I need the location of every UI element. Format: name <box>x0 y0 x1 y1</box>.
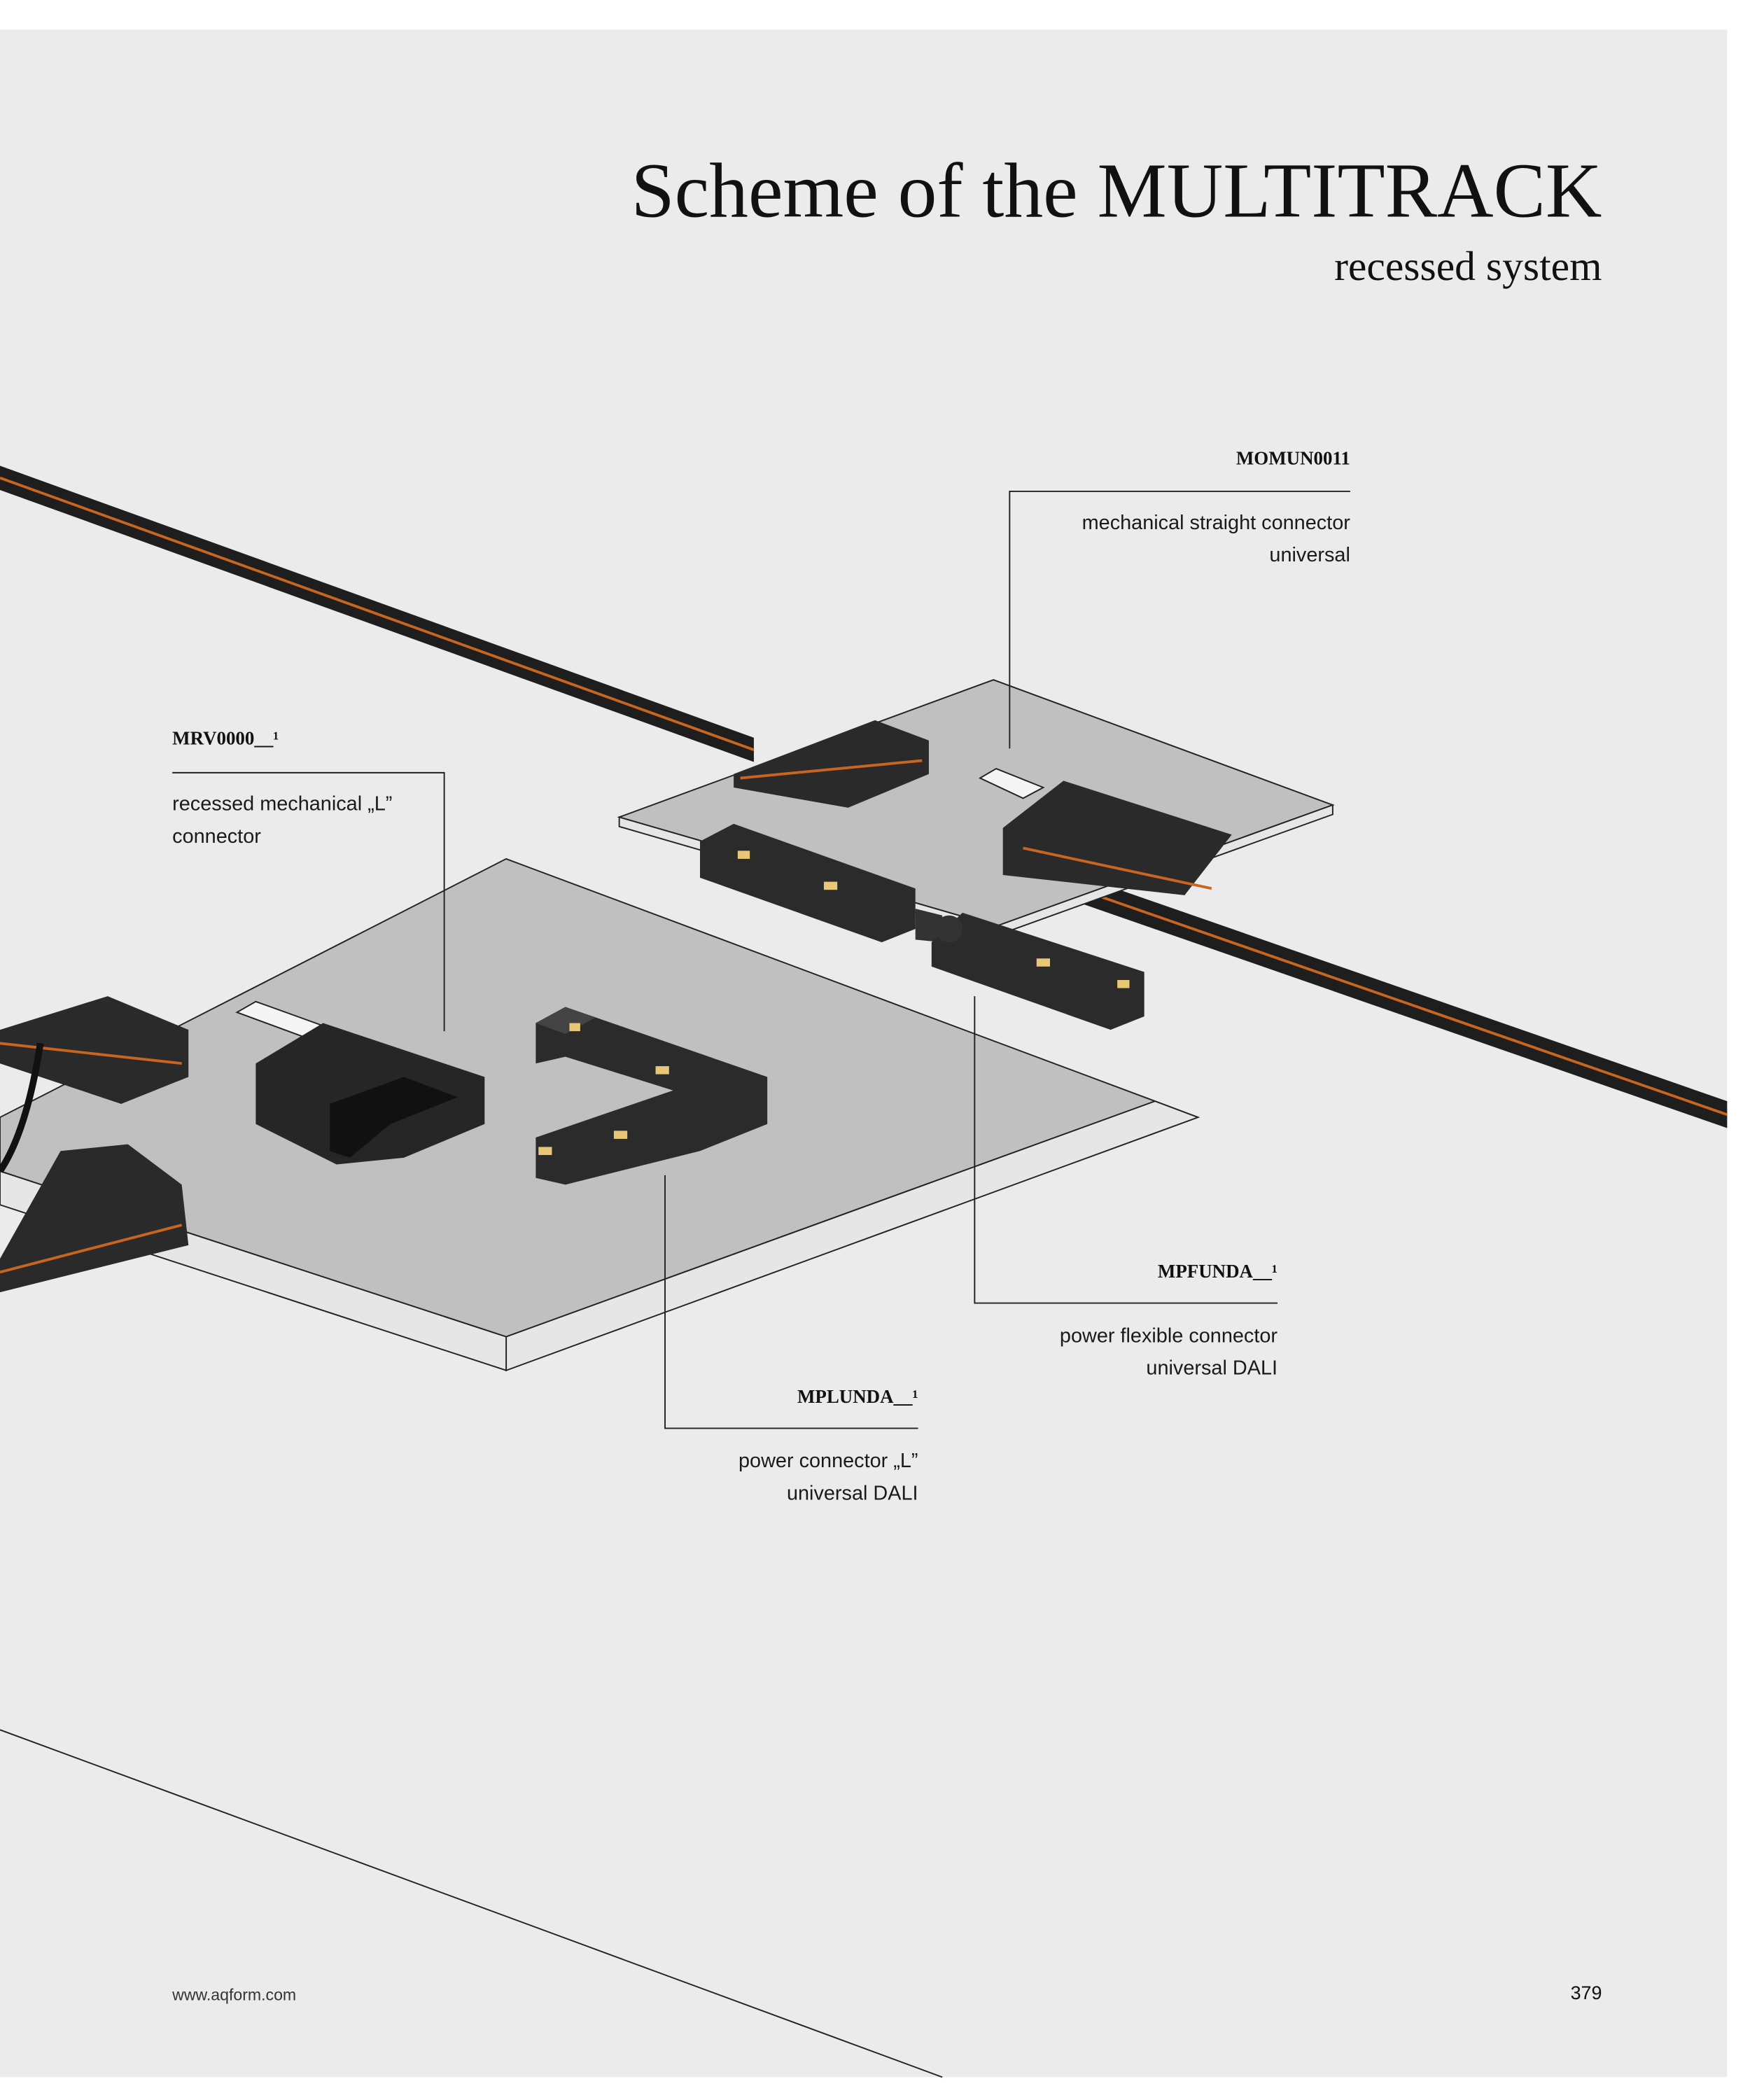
callout-line-mpfunda <box>974 996 1278 1304</box>
track-profile-left <box>0 996 189 1293</box>
track-top <box>0 465 1728 1128</box>
callout-line-momun0011 <box>1009 490 1350 749</box>
callout-description: recessed mechanical „L”connector <box>172 792 393 848</box>
mplunda-l-power-connector <box>536 1007 768 1185</box>
mrv-l-connector <box>235 1000 485 1165</box>
callout-code: MPFUNDA__¹ <box>1157 1262 1278 1283</box>
callout-description: power connector „L”universal DALI <box>738 1450 918 1506</box>
page-title: Scheme of the MULTITRACK <box>631 146 1602 234</box>
callout-line-mplunda <box>664 1175 918 1429</box>
page-subtitle: recessed system <box>1334 242 1602 290</box>
track-profile-upper <box>734 720 1232 895</box>
mpfunda-flexible-connector <box>700 823 1144 1030</box>
floor-edge-line <box>0 1729 943 2078</box>
callout-line-mrv0000 <box>172 771 445 1032</box>
footer-website: www.aqform.com <box>172 1985 297 2005</box>
callout-code: MOMUN0011 <box>1236 449 1350 470</box>
page-number: 379 <box>1570 1981 1602 2003</box>
ceiling-plate-small <box>617 679 1335 937</box>
callout-code: MPLUNDA__¹ <box>797 1387 918 1408</box>
callout-code: MRV0000__¹ <box>172 729 279 750</box>
